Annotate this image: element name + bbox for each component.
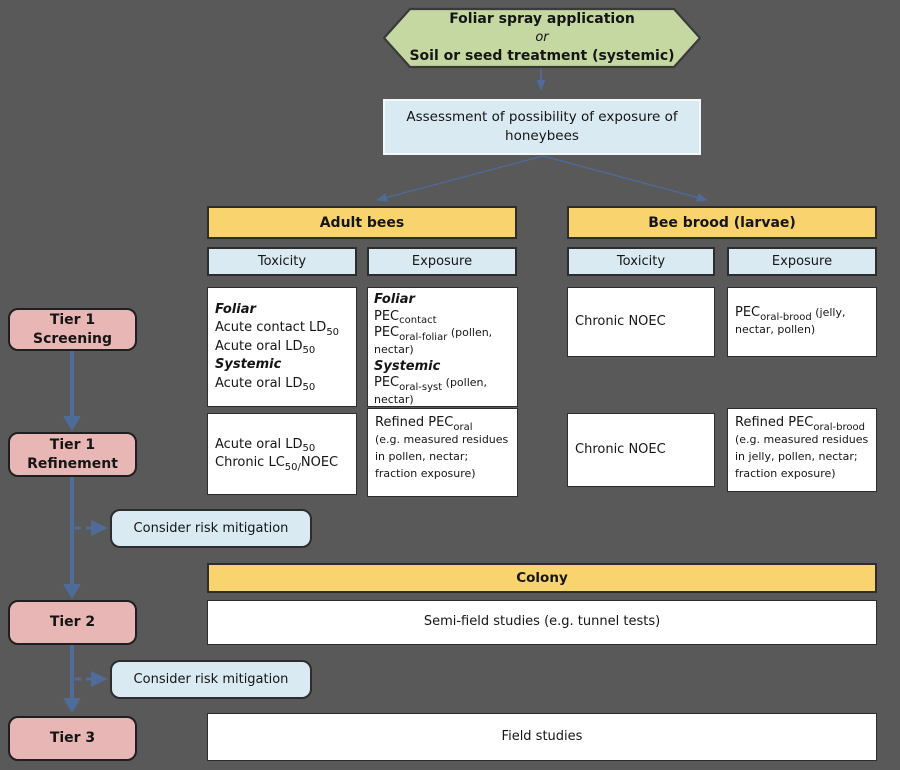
arrowhead-mitigation-2 (91, 671, 108, 687)
tier2-box: Tier 2 (8, 600, 137, 645)
field-studies-box: Field studies (207, 713, 877, 761)
tier1-refinement-label: Tier 1 Refinement (27, 436, 118, 474)
tier3-box: Tier 3 (8, 716, 137, 761)
adult-toxicity-subheader: Toxicity (207, 247, 357, 276)
colony-header: Colony (207, 563, 877, 593)
brood-screening-toxicity-box: Chronic NOEC (567, 287, 715, 357)
tier1-refinement-box: Tier 1 Refinement (8, 432, 137, 477)
consider-risk-mitigation-box-2: Consider risk mitigation (110, 660, 312, 699)
brood-exposure-subheader: Exposure (727, 247, 877, 276)
consider-risk-mitigation-box-1: Consider risk mitigation (110, 509, 312, 548)
adult-refinement-exposure-box: Refined PECoral(e.g. measured residues i… (367, 408, 518, 497)
arrowhead-refinement-to-tier2 (63, 584, 81, 599)
hexagon-text: Foliar spray application or Soil or seed… (383, 7, 701, 69)
assessment-box: Assessment of possibility of exposure of… (383, 99, 701, 155)
adult-bees-header: Adult bees (207, 206, 517, 239)
arrow-assessment-to-adult (376, 155, 544, 202)
hexagon-line-2: or (535, 30, 549, 46)
tier1-screening-line1: Tier 1 (49, 311, 96, 328)
adult-exposure-subheader: Exposure (367, 247, 517, 276)
tier1-refinement-line2: Refinement (27, 455, 118, 472)
arrowhead-tier2-to-tier3 (63, 698, 81, 713)
arrowhead-screening-to-refinement (63, 416, 81, 431)
brood-refinement-exposure-text: Refined PECoral-brood(e.g. measured resi… (735, 415, 869, 480)
brood-refinement-exposure-box: Refined PECoral-brood(e.g. measured resi… (727, 408, 877, 492)
hexagon-line-1: Foliar spray application (449, 11, 635, 28)
arrow-assessment-to-brood (542, 155, 708, 202)
bee-brood-header: Bee brood (larvae) (567, 206, 877, 239)
tier1-screening-box: Tier 1 Screening (8, 308, 137, 351)
brood-screening-exposure-text: PECoral-brood (jelly, nectar, pollen) (735, 305, 846, 336)
tier1-screening-label: Tier 1 Screening (33, 311, 112, 349)
brood-refinement-toxicity-box: Chronic NOEC (567, 413, 715, 487)
hexagon-shape (382, 7, 702, 69)
hexagon-line-3: Soil or seed treatment (systemic) (409, 47, 675, 64)
application-type-hexagon: Foliar spray application or Soil or seed… (382, 7, 702, 69)
arrowhead-mitigation-1 (91, 520, 108, 536)
adult-refinement-exposure-text: Refined PECoral(e.g. measured residues i… (375, 415, 509, 480)
tier1-refinement-line1: Tier 1 (49, 436, 96, 453)
semi-field-studies-box: Semi-field studies (e.g. tunnel tests) (207, 600, 877, 645)
brood-screening-exposure-box: PECoral-brood (jelly, nectar, pollen) (727, 287, 877, 357)
brood-screening-toxicity-text: Chronic NOEC (575, 313, 666, 329)
brood-refinement-toxicity-text: Chronic NOEC (575, 441, 666, 457)
brood-toxicity-subheader: Toxicity (567, 247, 715, 276)
tier1-screening-line2: Screening (32, 330, 113, 347)
